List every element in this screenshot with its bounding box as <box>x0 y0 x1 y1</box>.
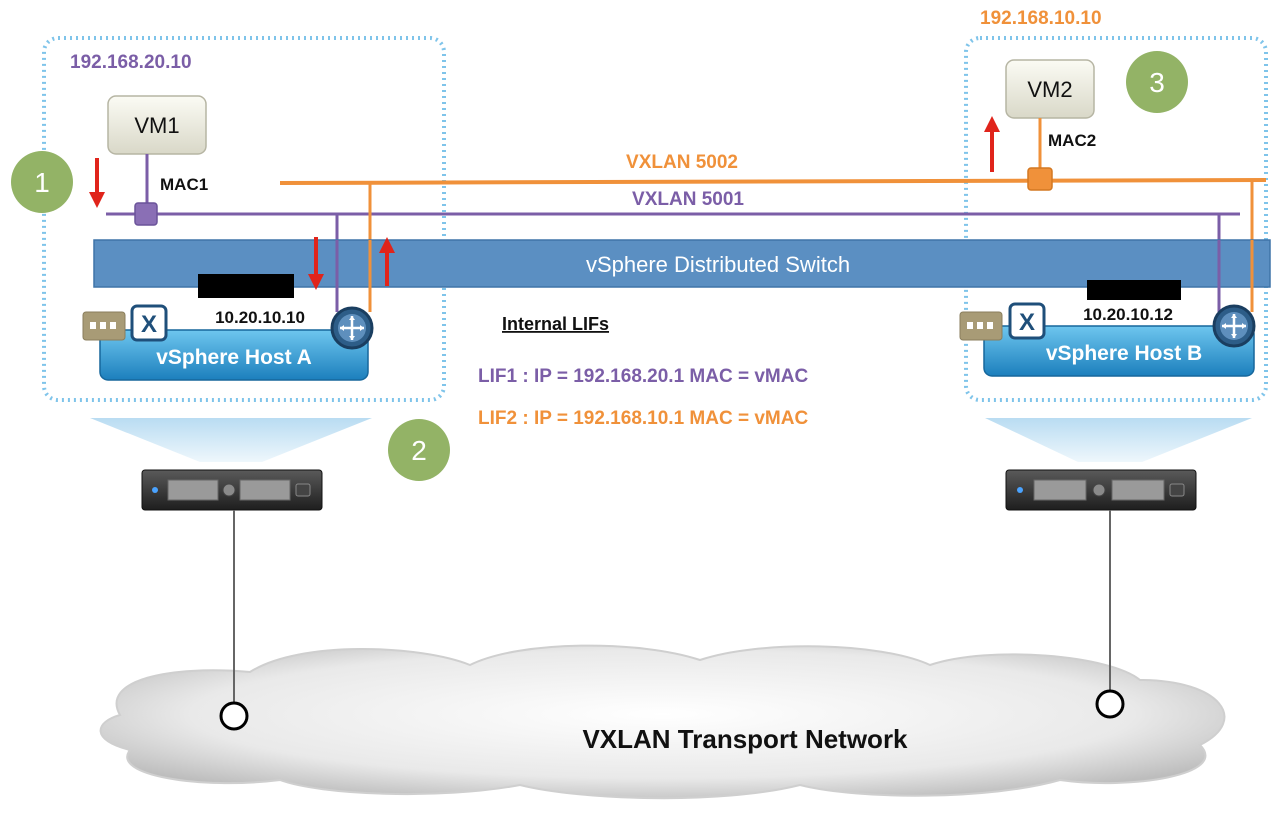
host-a-uplink-node <box>219 701 249 731</box>
host-b-nsx-icon: X <box>1008 302 1046 340</box>
step-1-number: 1 <box>34 167 50 198</box>
vm1-label: VM1 <box>134 113 179 138</box>
vm2-ip-label: 192.168.10.10 <box>980 8 1102 29</box>
mac2-label: MAC2 <box>1048 131 1096 150</box>
vxlan-5001-segment: VXLAN 5001 <box>106 189 1240 216</box>
host-a-router-icon <box>330 306 374 350</box>
host-a-server-icon <box>141 469 323 511</box>
host-b-router-icon <box>1212 304 1256 348</box>
vxlan-5001-label: VXLAN 5001 <box>632 189 744 210</box>
lif2-label: LIF2 : IP = 192.168.10.1 MAC = vMAC <box>478 408 808 429</box>
host-a-beam <box>90 418 372 462</box>
vxlan-5002-segment: VXLAN 5002 <box>279 152 1267 185</box>
host-b-ip-label: 10.20.10.12 <box>1083 305 1173 324</box>
distributed-switch-label: vSphere Distributed Switch <box>586 252 850 277</box>
host-b-label: vSphere Host B <box>1046 342 1202 365</box>
step-3-badge: 3 <box>1126 51 1188 113</box>
step-3-number: 3 <box>1149 67 1165 98</box>
host-a-boundary <box>42 36 446 402</box>
host-a-label: vSphere Host A <box>156 346 312 369</box>
host-b-redaction <box>1087 280 1181 300</box>
host-a-ip-label: 10.20.10.10 <box>215 308 305 327</box>
host-a-redaction <box>198 274 294 298</box>
vm1-ip-label: 192.168.20.10 <box>70 52 192 73</box>
vxlan-5002-label: VXLAN 5002 <box>626 152 738 173</box>
svg-text:X: X <box>1019 309 1035 336</box>
host-b-boundary <box>964 36 1268 402</box>
lif1-label: LIF1 : IP = 192.168.20.1 MAC = vMAC <box>478 366 808 387</box>
internal-lifs: Internal LIFs LIF1 : IP = 192.168.20.1 M… <box>478 314 808 429</box>
host-b-nic-icon <box>959 311 1003 341</box>
vm2[interactable]: VM2 <box>1005 59 1095 119</box>
host-b-server-icon <box>1005 469 1197 511</box>
vm1[interactable]: VM1 <box>107 95 207 155</box>
step-2-badge: 2 <box>388 419 450 481</box>
vm1-port <box>134 202 158 226</box>
svg-text:X: X <box>141 311 157 338</box>
host-a-nic-icon <box>82 311 126 341</box>
transport-cloud: VXLAN Transport Network <box>99 644 1226 800</box>
host-a-nsx-icon: X <box>130 304 168 342</box>
step-1-badge: 1 <box>11 151 73 213</box>
transport-network-label: VXLAN Transport Network <box>582 724 908 754</box>
host-b-beam <box>985 418 1252 462</box>
step-2-number: 2 <box>411 435 427 466</box>
host-b-uplink-node <box>1095 689 1125 719</box>
mac1-label: MAC1 <box>160 175 208 194</box>
vm2-label: VM2 <box>1027 77 1072 102</box>
host-a[interactable]: 10.20.10.10 vSphere Host A <box>99 274 369 381</box>
host-b[interactable]: 10.20.10.12 vSphere Host B <box>983 280 1255 377</box>
internal-lifs-heading: Internal LIFs <box>502 314 609 334</box>
vm2-port <box>1027 167 1053 191</box>
